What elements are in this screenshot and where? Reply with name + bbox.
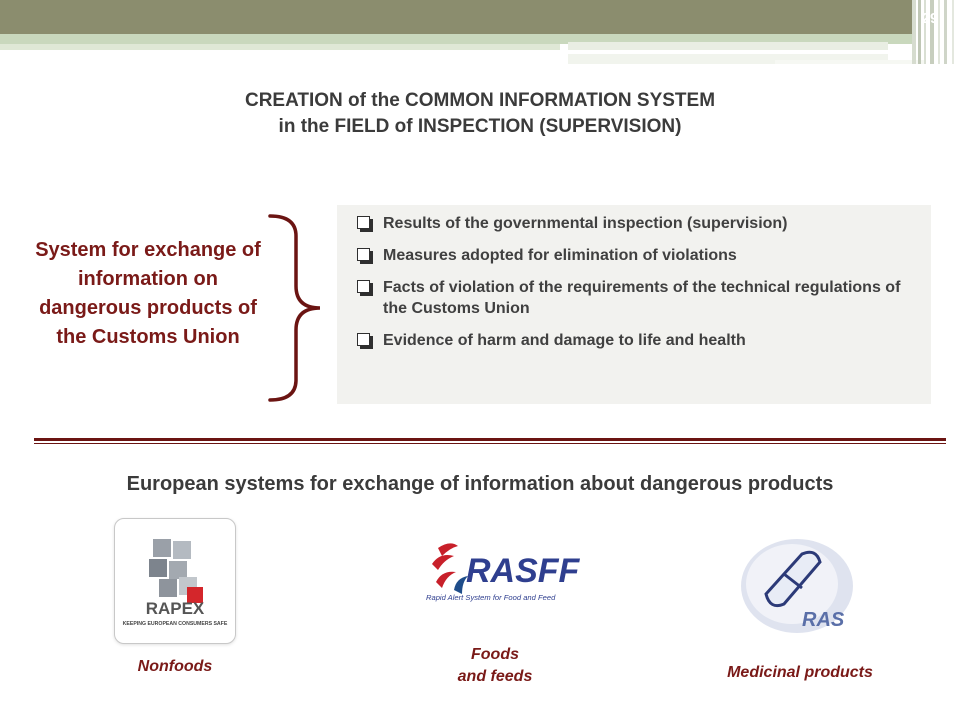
system-caption: System for exchange of information on da… <box>35 239 261 348</box>
list-item: Results of the governmental inspection (… <box>355 213 921 234</box>
european-heading: European systems for exchange of informa… <box>126 473 834 495</box>
rapex-logo-subtext: KEEPING EUROPEAN CONSUMERS SAFE <box>123 621 228 627</box>
list-item: Evidence of harm and damage to life and … <box>355 330 921 351</box>
rasff-swirl-icon: RASFF Rapid Alert System for Food and Fe… <box>426 543 581 602</box>
section-divider <box>34 438 946 441</box>
title-line-1: CREATION of the COMMON INFORMATION SYSTE… <box>244 90 716 111</box>
checkbox-bullet-icon <box>357 333 370 346</box>
checkbox-bullet-icon <box>357 280 370 293</box>
list-item: Facts of violation of the requirements o… <box>355 277 921 319</box>
header-vertical-stripes <box>912 0 960 64</box>
ras-logo-text: RAS <box>802 609 845 631</box>
info-items-list: Results of the governmental inspection (… <box>337 205 931 351</box>
rapex-logo: RAPEX KEEPING EUROPEAN CONSUMERS SAFE <box>114 518 236 644</box>
page-number: 29 <box>921 10 939 27</box>
caption-nonfoods: Nonfoods <box>137 658 213 675</box>
header-stripe-light <box>0 44 560 50</box>
caption-foods-line-1: Foods <box>471 646 519 663</box>
header-stripe-right <box>568 42 888 50</box>
rasff-logo-text: RASFF <box>466 552 581 590</box>
section-divider-thin <box>34 443 946 444</box>
header-stripe-right-2 <box>568 54 888 64</box>
header-stripe-right-3 <box>775 60 925 64</box>
checkbox-bullet-icon <box>357 248 370 261</box>
info-items-panel: Results of the governmental inspection (… <box>337 205 931 404</box>
header-stripe <box>0 34 912 44</box>
rapex-cubes-icon: RAPEX KEEPING EUROPEAN CONSUMERS SAFE <box>123 539 228 627</box>
ras-logo: RAS <box>722 534 872 638</box>
caption-foods-line-2: and feeds <box>457 668 533 685</box>
header-bar <box>0 0 912 34</box>
caption-foods: Foods and feeds <box>430 644 560 688</box>
checkbox-bullet-icon <box>357 216 370 229</box>
ras-capsule-icon: RAS <box>741 539 853 633</box>
slide-title: CREATION of the COMMON INFORMATION SYSTE… <box>60 88 900 140</box>
rapex-logo-text: RAPEX <box>146 599 205 618</box>
list-item: Measures adopted for elimination of viol… <box>355 245 921 266</box>
rasff-logo: RASFF Rapid Alert System for Food and Fe… <box>420 534 600 614</box>
rasff-logo-subtext: Rapid Alert System for Food and Feed <box>426 593 556 602</box>
title-line-2: in the FIELD of INSPECTION (SUPERVISION) <box>278 116 682 137</box>
caption-medicinal: Medicinal products <box>727 664 873 681</box>
brace-icon <box>268 214 321 402</box>
